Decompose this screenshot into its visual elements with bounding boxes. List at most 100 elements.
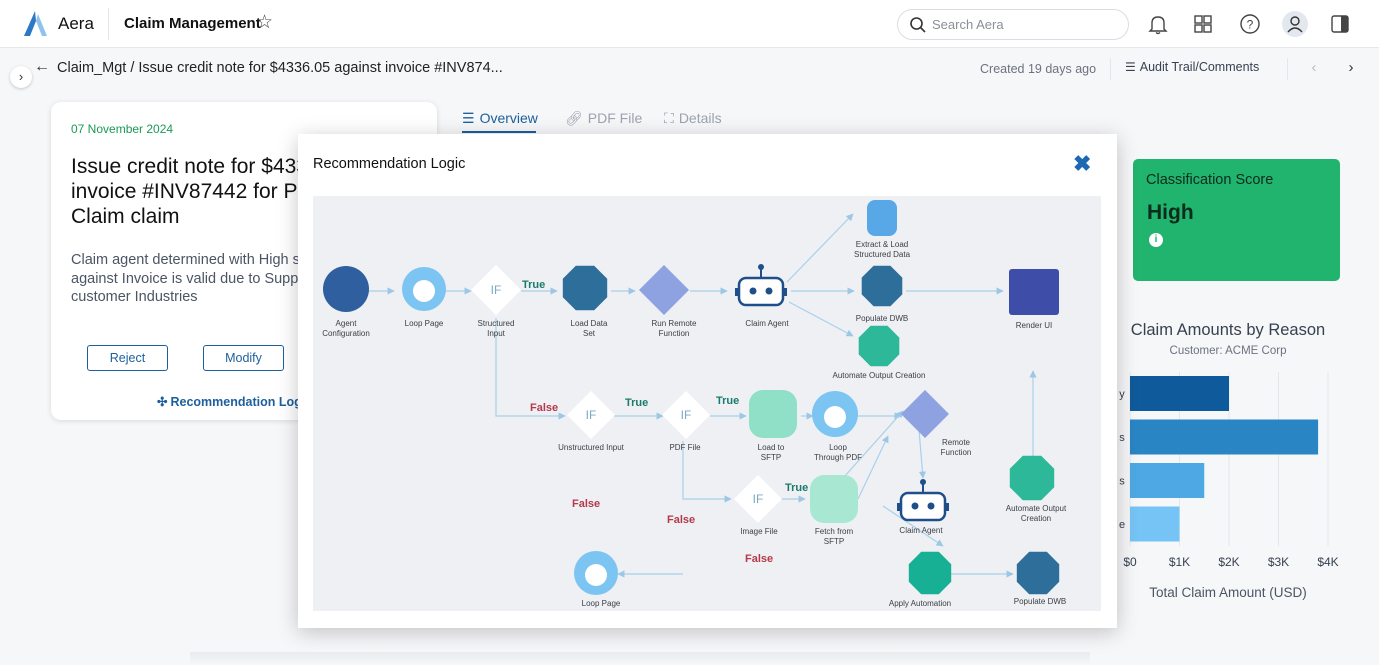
edge-label-false: False <box>530 402 558 414</box>
apply-automation-node <box>908 551 952 595</box>
apps-grid-icon[interactable] <box>1192 13 1214 35</box>
node-label: Loop Page <box>405 319 444 328</box>
y-tick-label: y <box>1119 389 1125 401</box>
tab-pdf-file[interactable]: 🔗︎PDF File <box>565 110 642 127</box>
recommendation-logic-label: Recommendation Logic <box>170 395 313 409</box>
node-label: Claim Agent <box>745 319 789 328</box>
bell-icon[interactable] <box>1147 13 1169 35</box>
search-icon <box>910 17 926 33</box>
edge-label-false: False <box>572 498 600 510</box>
next-button[interactable]: › <box>1348 59 1354 76</box>
load-to-sftp-node <box>749 390 797 438</box>
node-label: SFTP <box>824 537 844 546</box>
if-label: IF <box>491 283 502 297</box>
edge-label-true: True <box>785 482 808 494</box>
connector <box>857 435 889 500</box>
pdf-file-if-node <box>662 391 710 439</box>
node-label: Populate DWB <box>856 314 908 323</box>
user-icon <box>1287 16 1303 33</box>
bar <box>1130 463 1205 498</box>
workflow-icon: ✣ <box>157 395 168 409</box>
remote-function-node <box>901 390 949 438</box>
help-icon[interactable]: ? <box>1239 13 1261 35</box>
edge-label-false: False <box>745 553 773 565</box>
bar <box>1130 506 1180 542</box>
x-tick-label: $1K <box>1169 555 1190 569</box>
node-label: Automate Output <box>1006 504 1067 513</box>
score-value: High <box>1147 201 1194 224</box>
populate-dwb-node <box>861 265 903 307</box>
y-tick-label: s <box>1119 476 1125 488</box>
audit-trail-label: Audit Trail/Comments <box>1139 60 1260 74</box>
connector <box>786 213 854 283</box>
recommendation-logic-link[interactable]: ✣Recommendation Logic <box>157 394 312 409</box>
populate-dwb-node <box>1016 551 1060 595</box>
node-label: Claim Agent <box>899 526 943 535</box>
image-file-if-node <box>734 475 782 523</box>
tab-overview[interactable]: ☰Overview <box>462 110 538 127</box>
database-icon <box>867 200 897 236</box>
node-label: Populate DWB <box>1014 597 1066 606</box>
load-data-set-node <box>562 265 608 311</box>
structured-input-if-node <box>471 265 521 315</box>
if-label: IF <box>586 408 597 422</box>
automate-output-node <box>858 325 900 367</box>
search-input[interactable] <box>932 17 1122 32</box>
divider <box>1287 58 1288 80</box>
expand-sidebar-button[interactable]: › <box>10 66 32 88</box>
edge-label-true: True <box>716 395 739 407</box>
close-icon[interactable]: ✖ <box>1073 151 1092 176</box>
claim-date: 07 November 2024 <box>71 122 174 136</box>
bar <box>1130 419 1319 455</box>
info-icon[interactable]: i <box>1149 233 1163 247</box>
y-tick-label: s <box>1119 432 1125 444</box>
tab-details[interactable]: ⛶Details <box>664 110 722 127</box>
x-tick-label: $0 <box>1123 555 1137 569</box>
node-label: SFTP <box>761 453 781 462</box>
aera-logo-icon[interactable] <box>22 10 48 38</box>
agent-configuration-node <box>323 266 369 312</box>
chart-title: Claim Amounts by Reason <box>1130 321 1326 339</box>
modify-button[interactable]: Modify <box>203 345 284 371</box>
node-label: Apply Automation <box>889 599 951 608</box>
loop-icon <box>413 280 435 302</box>
previous-button[interactable]: ‹ <box>1311 59 1317 76</box>
node-label: Function <box>941 448 972 457</box>
loop-icon <box>824 406 846 428</box>
node-label: Input <box>487 329 506 338</box>
avatar[interactable] <box>1282 11 1308 37</box>
list-icon: ☰ <box>1125 60 1136 74</box>
node-label: Loop Page <box>582 599 621 608</box>
audit-trail-button[interactable]: ☰Audit Trail/Comments <box>1125 60 1259 74</box>
side-panel-icon[interactable] <box>1329 13 1351 35</box>
svg-text:?: ? <box>1247 18 1254 32</box>
divider <box>108 8 109 40</box>
fetch-from-sftp-node <box>810 475 858 523</box>
connector <box>788 301 854 337</box>
score-label: Classification Score <box>1146 172 1274 188</box>
back-arrow-icon[interactable]: ← <box>34 58 50 75</box>
edge-label-true: True <box>522 279 545 291</box>
render-ui-node <box>1009 269 1059 315</box>
reject-button[interactable]: Reject <box>87 345 168 371</box>
bar <box>1130 376 1229 411</box>
x-tick-label: $4K <box>1317 555 1338 569</box>
breadcrumb: Claim_Mgt / Issue credit note for $4336.… <box>57 60 503 76</box>
search-box[interactable] <box>897 9 1129 40</box>
x-axis-label: Total Claim Amount (USD) <box>1149 585 1307 600</box>
connector <box>882 505 944 547</box>
edge-label-false: False <box>667 514 695 526</box>
link-icon: 🔗︎ <box>565 110 583 126</box>
node-label: Unstructured Input <box>558 443 625 452</box>
tab-pdf-file-label: PDF File <box>587 110 643 126</box>
node-label: Creation <box>1021 514 1051 523</box>
shadow <box>190 652 1090 665</box>
node-label: Configuration <box>322 329 370 338</box>
unstructured-input-if-node <box>567 391 615 439</box>
node-label: Extract & Load <box>856 240 908 249</box>
favorite-star-icon[interactable]: ☆ <box>256 12 274 33</box>
node-label: Run Remote <box>652 319 697 328</box>
if-label: IF <box>753 492 764 506</box>
